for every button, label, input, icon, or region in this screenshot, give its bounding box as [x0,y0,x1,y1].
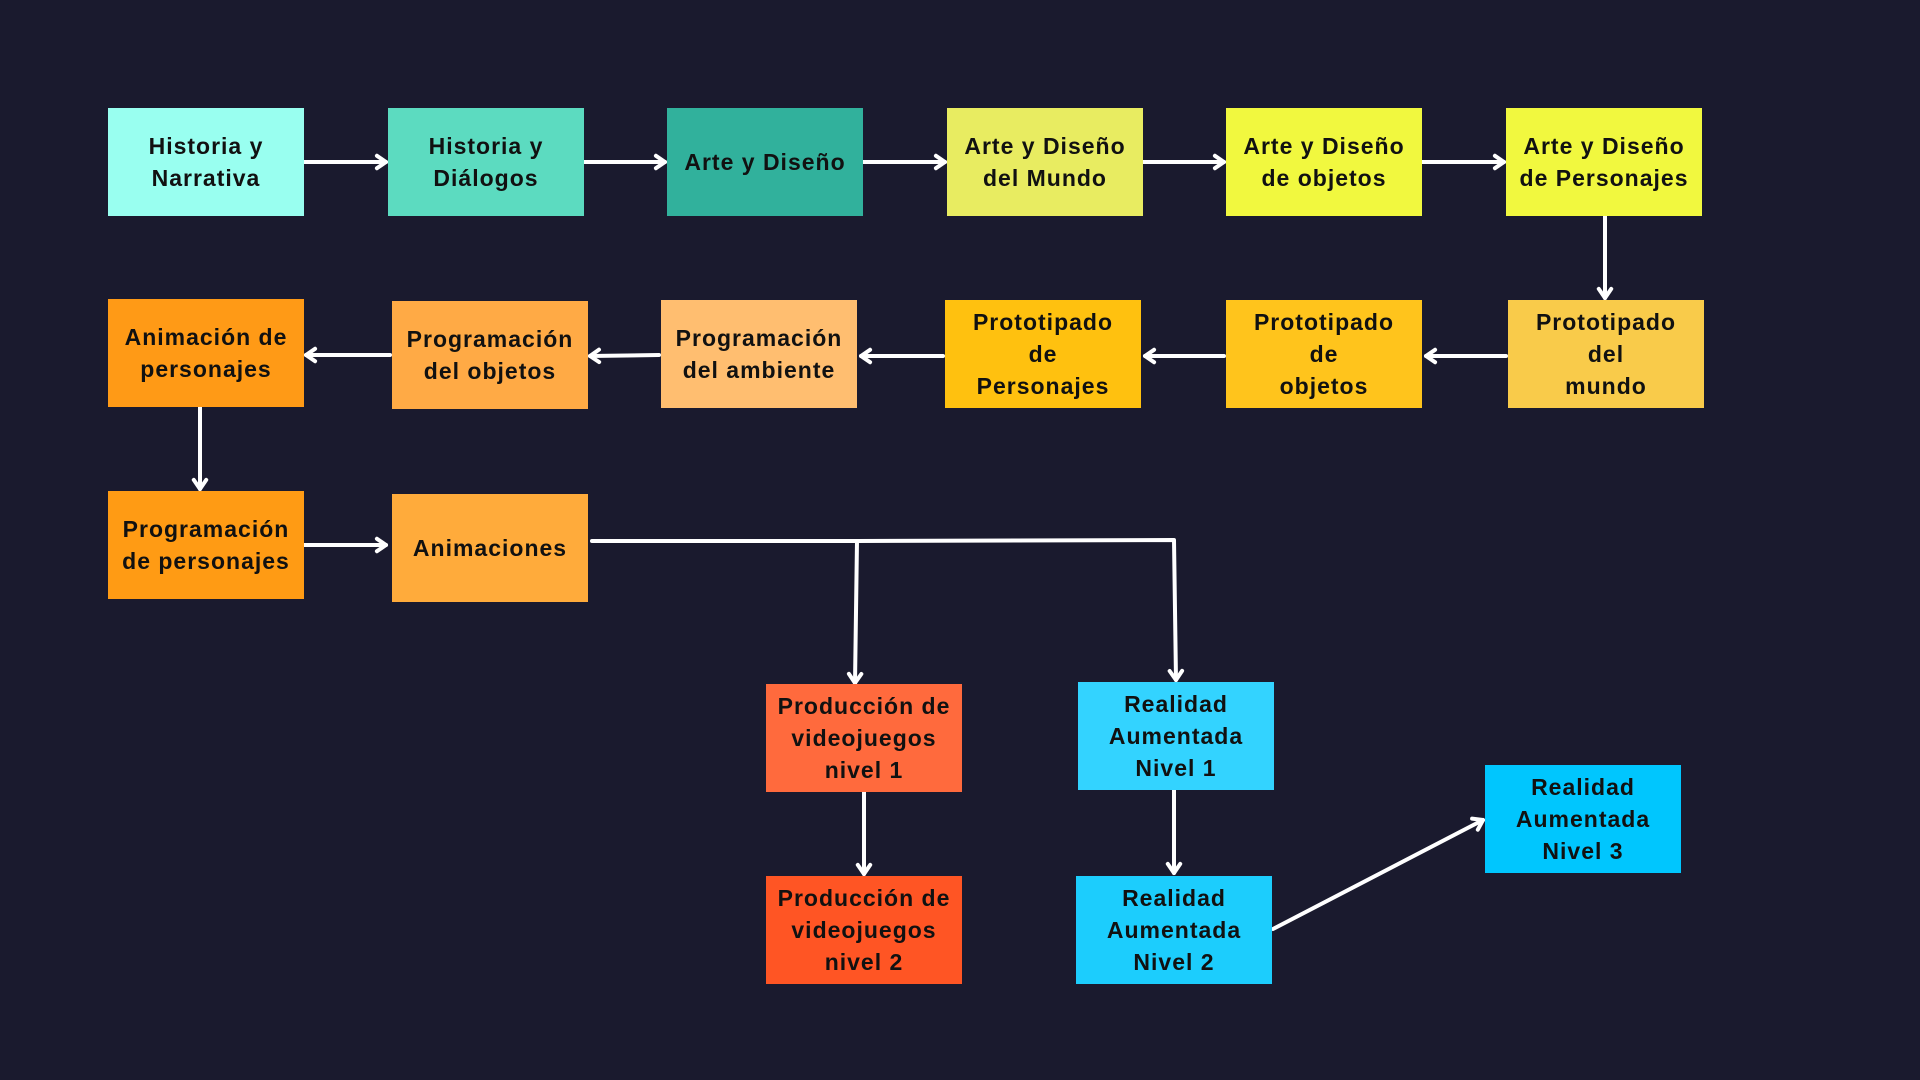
edge-produccion-nivel-1-to-produccion-nivel-2 [855,790,873,876]
node-prototipado-objetos: Prototipado de objetos [1226,300,1422,408]
node-animacion-personajes: Animación de personajes [108,299,304,407]
edge-animacion-personajes-to-programacion-personajes [191,405,209,491]
node-programacion-objetos: Programación del objetos [392,301,588,409]
edge-realidad-nivel-2-to-realidad-nivel-3 [1271,816,1485,931]
edge-arte-diseno-objetos-to-arte-diseno-personajes [1420,153,1506,171]
node-arte-diseno-personajes: Arte y Diseño de Personajes [1506,108,1702,216]
node-prototipado-personajes: Prototipado de Personajes [945,300,1141,408]
arrowhead [304,346,318,364]
edge-historia-narrativa-to-historia-dialogos [302,153,388,171]
edge-animaciones-to-produccion-nivel-1 [590,539,864,685]
edge-programacion-objetos-to-animacion-personajes [304,346,392,364]
arrowhead [653,153,667,171]
arrowhead [846,671,864,685]
arrowhead [859,347,873,365]
arrowhead [1167,668,1185,682]
node-realidad-nivel-2: Realidad Aumentada Nivel 2 [1076,876,1272,984]
node-realidad-nivel-3: Realidad Aumentada Nivel 3 [1485,765,1681,873]
node-arte-diseno-mundo: Arte y Diseño del Mundo [947,108,1143,216]
node-historia-narrativa: Historia y Narrativa [108,108,304,216]
arrowhead [1470,816,1485,832]
node-animaciones: Animaciones [392,494,588,602]
node-produccion-nivel-2: Producción de videojuegos nivel 2 [766,876,962,984]
node-prototipado-mundo: Prototipado del mundo [1508,300,1704,408]
arrowhead [1165,861,1183,875]
edge-programacion-ambiente-to-programacion-objetos [588,347,661,365]
arrowhead [1212,153,1226,171]
edge-realidad-nivel-1-to-realidad-nivel-2 [1165,788,1183,875]
arrowhead [374,536,388,554]
arrowhead [933,153,947,171]
edge-programacion-personajes-to-animaciones [302,536,388,554]
edge-prototipado-mundo-to-prototipado-objetos [1424,347,1508,365]
edge-prototipado-objetos-to-prototipado-personajes [1143,347,1226,365]
edge-animaciones-to-realidad-nivel-1 [855,538,1185,682]
arrowhead [374,153,388,171]
edge-arte-diseno-personajes-to-prototipado-mundo [1596,214,1614,300]
node-arte-diseno-objetos: Arte y Diseño de objetos [1226,108,1422,216]
node-programacion-personajes: Programación de personajes [108,491,304,599]
node-arte-diseno: Arte y Diseño [667,108,863,216]
arrowhead [588,347,602,365]
arrowhead [1596,286,1614,300]
node-historia-dialogos: Historia y Diálogos [388,108,584,216]
arrowhead [855,862,873,876]
edge-arte-diseno-to-arte-diseno-mundo [861,153,947,171]
arrowhead [1492,153,1506,171]
arrowhead [191,477,209,491]
node-produccion-nivel-1: Producción de videojuegos nivel 1 [766,684,962,792]
node-programacion-ambiente: Programación del ambiente [661,300,857,408]
arrowhead [1424,347,1438,365]
arrowhead [1143,347,1157,365]
edge-prototipado-personajes-to-programacion-ambiente [859,347,945,365]
node-realidad-nivel-1: Realidad Aumentada Nivel 1 [1078,682,1274,790]
edge-arte-diseno-mundo-to-arte-diseno-objetos [1141,153,1226,171]
edge-historia-dialogos-to-arte-diseno [582,153,667,171]
